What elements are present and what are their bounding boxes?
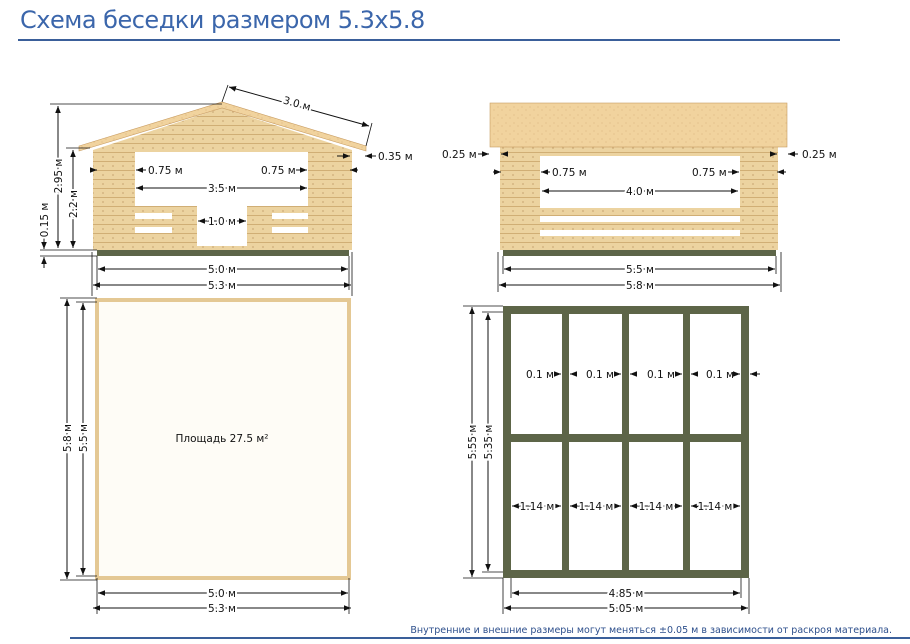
beam-gap-label: 0.1 м xyxy=(526,369,554,381)
side-outer-width-label: 5.8 м xyxy=(626,280,654,292)
front-outer-width-label: 5.3 м xyxy=(208,280,236,292)
door-width-label: 1.0 м xyxy=(208,216,236,228)
roof-slope-label: 3.0 м xyxy=(282,95,312,114)
span-label: 1.14 м xyxy=(639,501,674,513)
frame-outer-width-label: 5.05 м xyxy=(609,603,644,615)
front-overhang-label: 0.35 м xyxy=(378,151,413,163)
frame-inner-width-label: 4.85 м xyxy=(609,588,644,600)
front-inner-width-label: 5.0 м xyxy=(208,264,236,276)
front-left-wall-label: 0.75 м xyxy=(148,165,183,177)
floor-inner-length-label: 5.5 м xyxy=(78,424,90,452)
side-right-wall-label: 0.75 м xyxy=(692,167,727,179)
side-opening-label: 4.0 м xyxy=(626,186,654,198)
frame-outer-length-label: 5.55 м xyxy=(467,425,479,460)
front-foundation xyxy=(97,250,349,256)
floor-outer-width-label: 5.3 м xyxy=(208,603,236,615)
frame-inner-length-label: 5.35 м xyxy=(483,425,495,460)
footer-divider xyxy=(70,637,910,639)
span-label: 1.14 м xyxy=(579,501,614,513)
side-overhang-left-label: 0.25 м xyxy=(442,149,477,161)
beam-gap-label: 0.1 м xyxy=(706,369,734,381)
side-inner-width-label: 5.5 м xyxy=(626,264,654,276)
front-view: 2.95 м 2.2 м 0.15 м 3.0 м 0.35 м 0.75 м … xyxy=(37,84,413,296)
side-left-wall-label: 0.75 м xyxy=(552,167,587,179)
span-label: 1.14 м xyxy=(520,501,555,513)
floor-outer-length-label: 5.8 м xyxy=(62,424,74,452)
side-overhang-right-label: 0.25 м xyxy=(802,149,837,161)
floor-area xyxy=(95,298,351,580)
side-foundation xyxy=(503,250,776,256)
beam-gap-label: 0.1 м xyxy=(647,369,675,381)
side-view: 0.25 м 0.25 м 0.75 м 0.75 м 4.0 м 5.5 м … xyxy=(442,102,837,294)
front-total-height-label: 2.95 м xyxy=(53,159,65,194)
front-right-wall-label: 0.75 м xyxy=(261,165,296,177)
door-opening xyxy=(197,206,247,246)
title-divider xyxy=(18,39,840,41)
side-opening xyxy=(540,156,740,208)
front-foundation-height-label: 0.15 м xyxy=(39,203,51,238)
front-opening-label: 3.5 м xyxy=(208,183,236,195)
front-wall-height-label: 2.2 м xyxy=(68,190,80,218)
side-roof xyxy=(489,102,788,148)
span-label: 1.14 м xyxy=(698,501,733,513)
frame-plan: 5.55 м 5.35 м 0.1 м 0.1 м 0.1 м 0.1 м 1.… xyxy=(463,305,760,617)
floor-inner-width-label: 5.0 м xyxy=(208,588,236,600)
page-title: Схема беседки размером 5.3х5.8 xyxy=(20,6,425,34)
beam-gap-label: 0.1 м xyxy=(586,369,614,381)
floor-area-label: Площадь 27.5 м² xyxy=(176,433,269,445)
footnote: Внутренние и внешние размеры могут менят… xyxy=(410,625,892,636)
floor-plan: Площадь 27.5 м² 5.8 м 5.5 м 5.0 м 5.3 м xyxy=(60,297,351,617)
front-opening xyxy=(135,152,308,206)
